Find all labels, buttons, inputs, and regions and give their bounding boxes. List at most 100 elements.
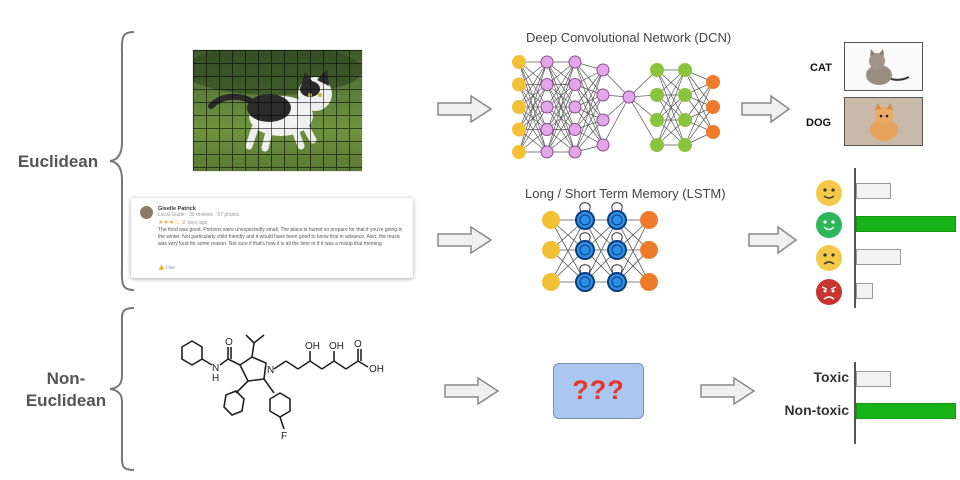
lstm-network xyxy=(542,202,658,292)
non-euclidean-label: Non- Euclidean xyxy=(25,369,107,410)
dcn-edge xyxy=(684,81,714,146)
lstm-node xyxy=(575,240,595,260)
dcn-node xyxy=(540,78,554,91)
lstm-node xyxy=(542,273,560,291)
unknown-model-box: ??? xyxy=(553,363,644,419)
sentiment-bar xyxy=(856,216,956,232)
dcn-edge xyxy=(518,84,548,153)
non-euclidean-brace xyxy=(109,307,135,471)
non-toxic-bar xyxy=(856,403,956,419)
lstm-node-core xyxy=(579,244,591,256)
happy-emoji-icon xyxy=(816,180,842,206)
dcn-node xyxy=(678,88,692,102)
atom-oh-acid: OH xyxy=(369,364,384,375)
dcn-node xyxy=(706,75,720,89)
dcn-edge xyxy=(574,94,604,130)
lstm-node xyxy=(542,241,560,259)
lstm-node xyxy=(575,210,595,230)
dcn-node xyxy=(596,63,610,77)
lstm-recurrent-loop xyxy=(611,232,623,242)
reviewer-avatar xyxy=(140,206,153,219)
dcn-edge xyxy=(546,61,576,153)
dcn-edge xyxy=(546,84,576,153)
lstm-node xyxy=(640,241,658,259)
dcn-node xyxy=(678,138,692,152)
sentiment-bar xyxy=(856,249,901,265)
dcn-node xyxy=(512,55,526,69)
dcn-node xyxy=(512,145,526,159)
arrow-lstm-out xyxy=(748,225,798,255)
lstm-node xyxy=(542,211,560,229)
dcn-edge xyxy=(684,81,714,121)
dcn-edge xyxy=(518,61,548,108)
lstm-recurrent-loop xyxy=(579,202,591,212)
sentiment-bar xyxy=(856,183,891,199)
dcn-node xyxy=(596,113,610,127)
arrow-unknown-out xyxy=(700,376,756,406)
dcn-node xyxy=(568,78,582,91)
arrow-lstm-in xyxy=(437,225,493,255)
lstm-recurrent-loop xyxy=(579,264,591,274)
dcn-network xyxy=(512,55,720,159)
atom-o-acid: O xyxy=(354,339,362,350)
dcn-edge xyxy=(602,96,630,146)
dcn-edge xyxy=(574,94,604,153)
dcn-edge xyxy=(546,61,576,108)
lstm-node xyxy=(575,272,595,292)
lstm-recurrent-loop xyxy=(579,232,591,242)
dcn-edge xyxy=(656,69,686,146)
lstm-node xyxy=(640,211,658,229)
dcn-node xyxy=(650,138,664,152)
dcn-edge xyxy=(628,96,658,146)
dcn-title: Deep Convolutional Network (DCN) xyxy=(526,30,732,45)
dcn-node xyxy=(706,100,720,114)
dcn-node xyxy=(540,145,554,159)
molecule-structure: N H O N OH OH O OH F xyxy=(181,334,384,442)
lstm-node xyxy=(607,240,627,260)
dcn-edge xyxy=(574,69,604,153)
lstm-edge xyxy=(616,219,650,283)
cat-label: CAT xyxy=(810,62,832,74)
atom-oh-1: OH xyxy=(305,341,320,352)
toxic-bar xyxy=(856,371,891,387)
dcn-node xyxy=(650,63,664,77)
lstm-node-core xyxy=(579,214,591,226)
dcn-node xyxy=(596,88,610,102)
lstm-node-core xyxy=(611,276,623,288)
angry-emoji-icon xyxy=(816,279,842,305)
dcn-edge xyxy=(684,106,714,146)
reviewer-meta: Local Guide · 30 reviews · 57 photos xyxy=(158,212,240,218)
lstm-node-core xyxy=(579,276,591,288)
dcn-node xyxy=(650,113,664,127)
lstm-edge xyxy=(550,219,586,283)
sad-emoji-icon xyxy=(816,245,842,271)
dcn-node xyxy=(512,122,526,137)
dcn-edge xyxy=(546,61,576,130)
dcn-edge xyxy=(546,106,576,153)
lstm-recurrent-loop xyxy=(611,264,623,274)
review-date: 2 days ago xyxy=(183,220,208,226)
sentiment-axis xyxy=(854,168,856,308)
dcn-node xyxy=(568,55,582,69)
review-text: The food was good. Portions were unexpec… xyxy=(158,227,403,247)
dcn-edge xyxy=(574,61,604,96)
toxic-label: Toxic xyxy=(813,369,849,385)
euclidean-brace xyxy=(109,31,135,291)
dcn-node xyxy=(622,90,636,104)
dcn-edge xyxy=(518,61,548,130)
dcn-node xyxy=(568,145,582,159)
dog-label: DOG xyxy=(806,117,832,129)
sentiment-bar xyxy=(856,283,873,299)
pixel-grid xyxy=(193,50,362,171)
very-happy-emoji-icon xyxy=(816,212,842,238)
dcn-node xyxy=(706,125,720,139)
cat-photo xyxy=(193,50,362,171)
arrow-dcn-in xyxy=(437,94,493,124)
atom-n-amide: N xyxy=(212,363,219,374)
dog-thumbnail xyxy=(844,97,923,146)
dcn-edge xyxy=(518,106,548,153)
dcn-edge xyxy=(574,119,604,153)
lstm-node xyxy=(640,273,658,291)
dcn-node xyxy=(650,88,664,102)
dcn-node xyxy=(568,100,582,114)
